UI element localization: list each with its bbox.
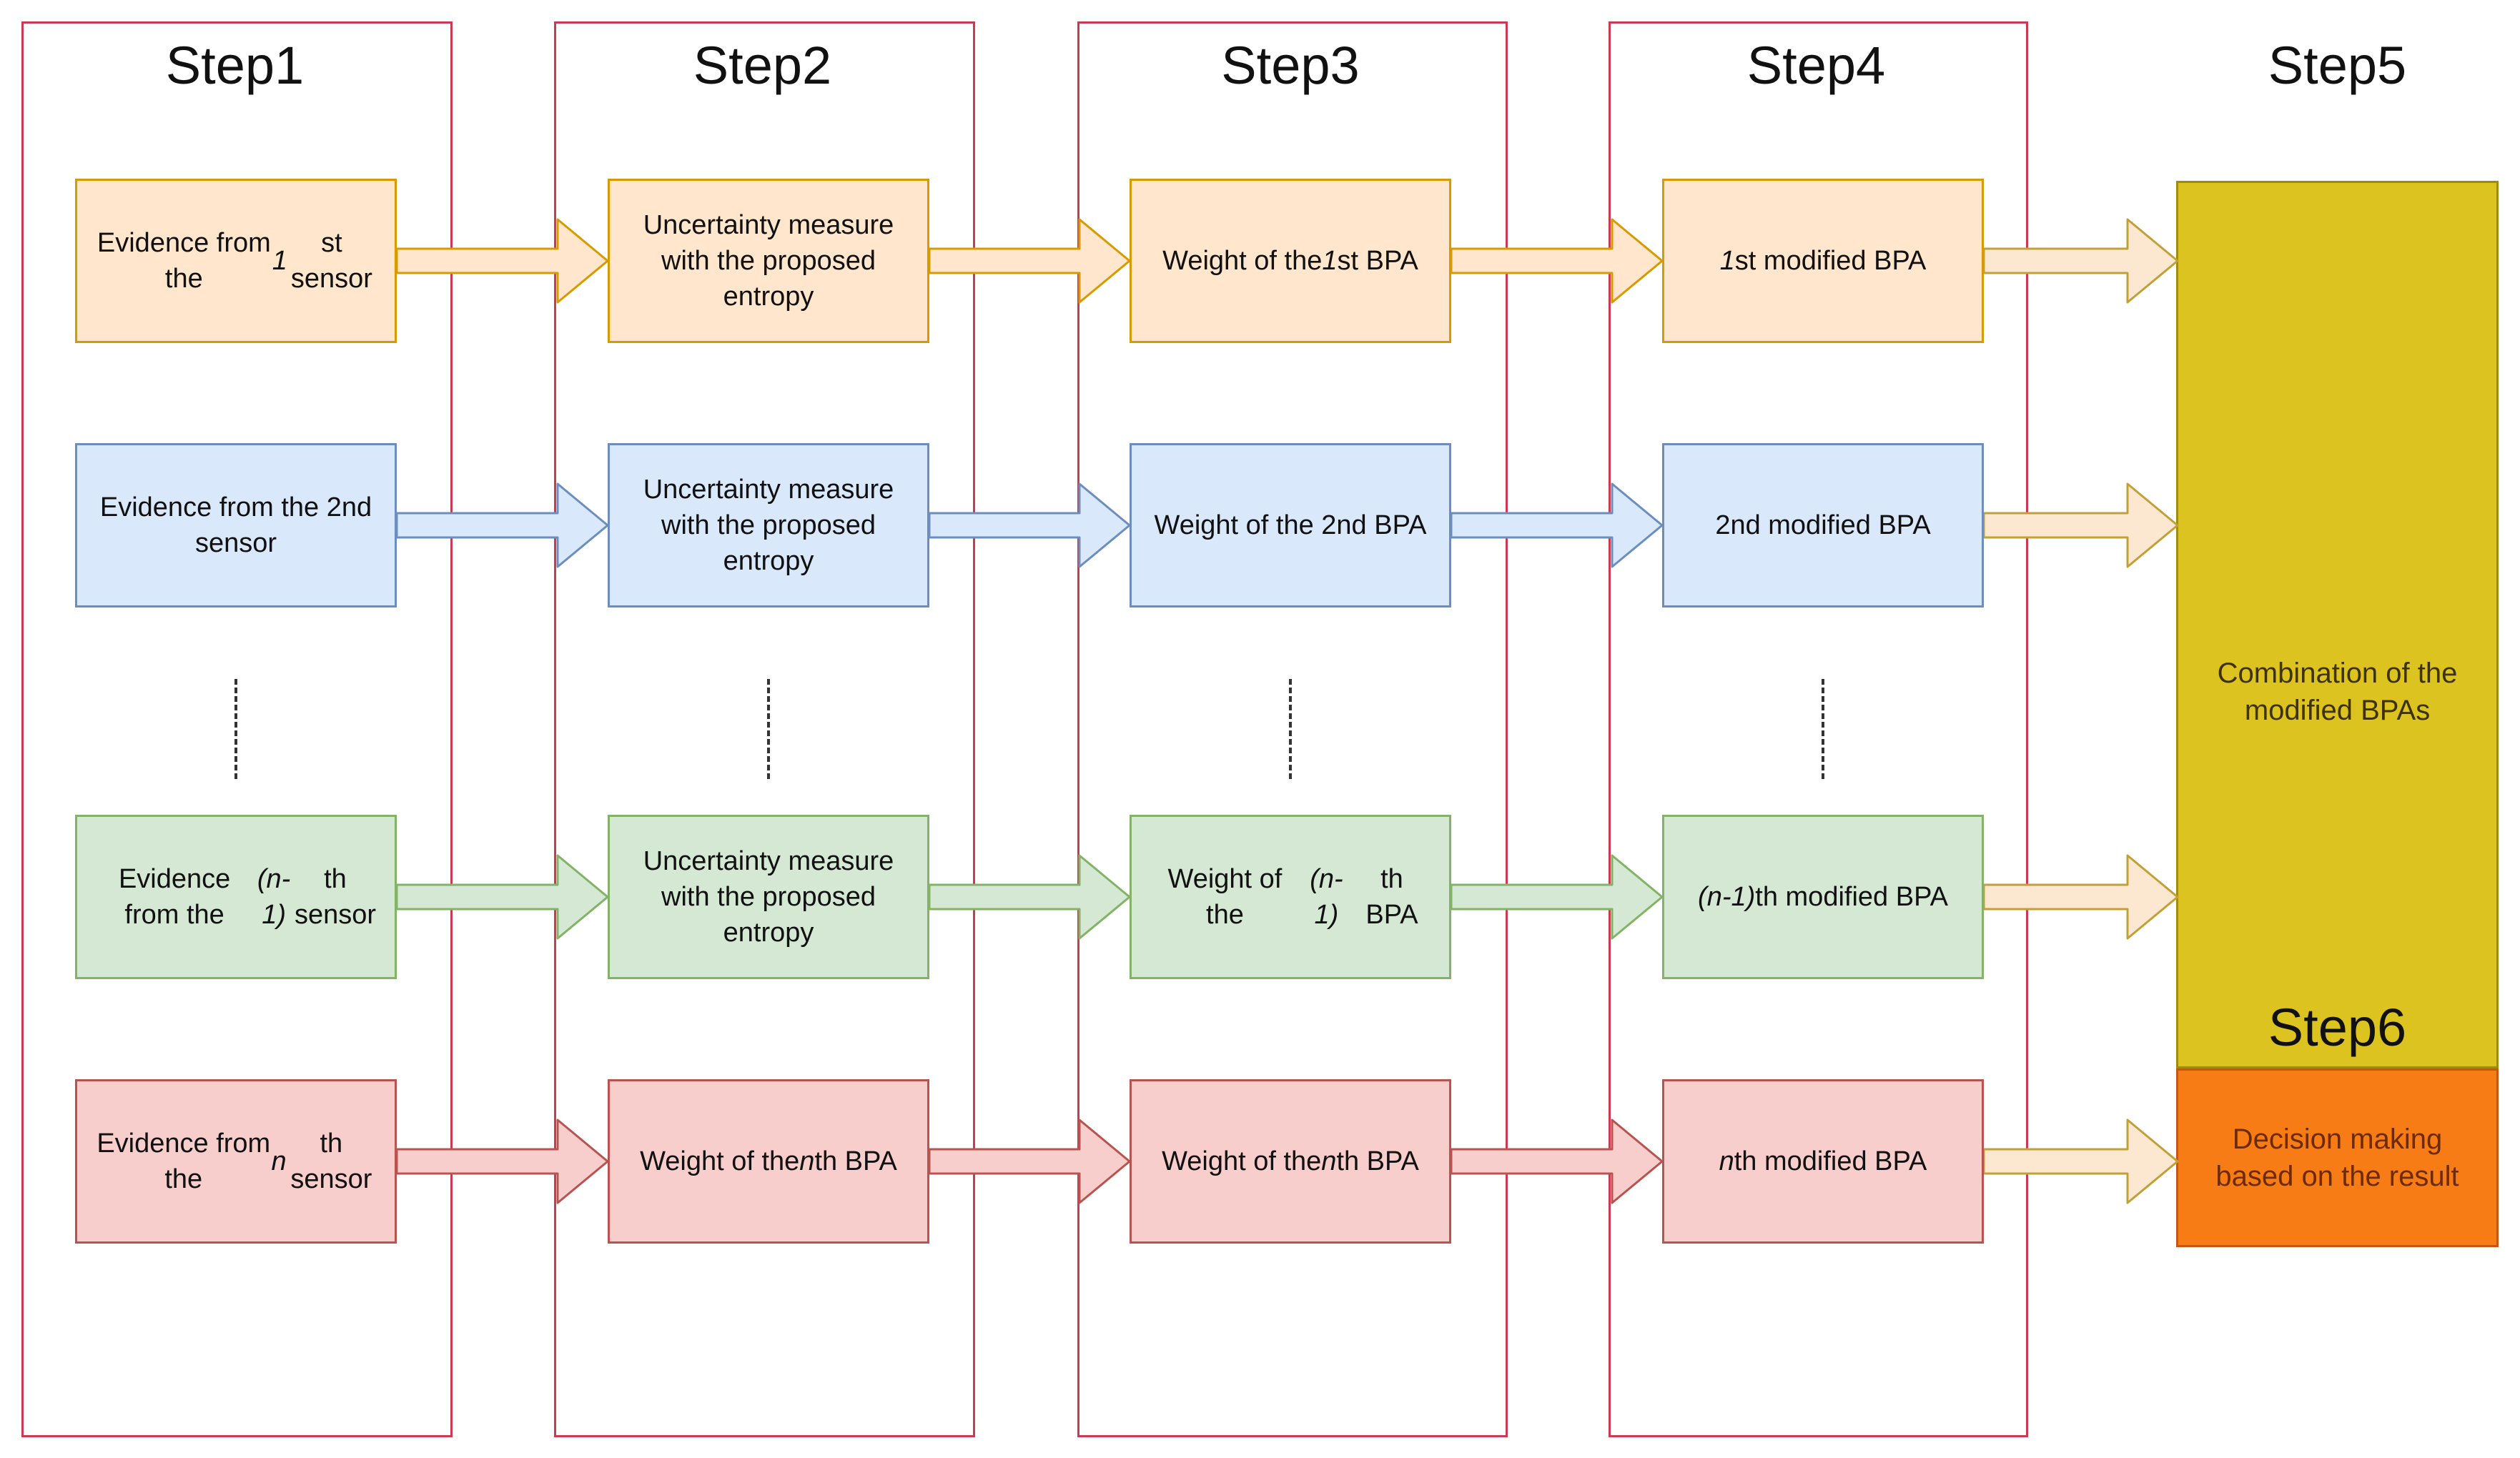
box-uncertainty-measure-1: Uncertainty measure with the proposed en… — [608, 179, 929, 343]
step3-column-frame — [1077, 21, 1508, 1437]
decision-box: Decision making based on the result — [2176, 1068, 2499, 1247]
step4-column-frame — [1609, 21, 2028, 1437]
combination-box: Combination of the modified BPAs Step6 — [2176, 181, 2499, 1068]
arrow-row1-gap1 — [397, 218, 609, 304]
arrow-row1-gap4 — [1984, 218, 2179, 304]
step1-column-frame — [21, 21, 453, 1437]
arrow-row2-gap1 — [397, 482, 609, 568]
combination-label: Combination of the modified BPAs — [2217, 658, 2458, 726]
arrow-row3-gap4 — [1984, 854, 2179, 940]
arrow-row3-gap2 — [929, 854, 1131, 940]
ellipsis-dashes-step3 — [1289, 679, 1292, 779]
step5-header: Step5 — [2268, 36, 2407, 95]
box-evidence-n-1th-sensor: Evidence from the (n-1)th sensor — [75, 815, 397, 979]
ellipsis-dashes-step1 — [234, 679, 237, 779]
arrow-row1-gap3 — [1451, 218, 1664, 304]
ellipsis-dashes-step2 — [767, 679, 770, 779]
step2-header: Step2 — [693, 36, 832, 95]
box-evidence-2nd-sensor: Evidence from the 2nd sensor — [75, 443, 397, 608]
arrow-row4-gap4 — [1984, 1119, 2179, 1204]
arrow-row4-gap3 — [1451, 1119, 1664, 1204]
step6-header: Step6 — [2268, 998, 2407, 1057]
step2-column-frame — [554, 21, 975, 1437]
box-weight-2nd-bpa: Weight of the 2nd BPA — [1130, 443, 1451, 608]
arrow-row3-gap3 — [1451, 854, 1664, 940]
arrow-row2-gap2 — [929, 482, 1131, 568]
box-2nd-modified-bpa: 2nd modified BPA — [1662, 443, 1984, 608]
box-n-1th-modified-bpa: (n-1)th modified BPA — [1662, 815, 1984, 979]
arrow-row4-gap2 — [929, 1119, 1131, 1204]
step4-header: Step4 — [1746, 36, 1886, 95]
arrow-row2-gap4 — [1984, 482, 2179, 568]
box-uncertainty-measure-2: Uncertainty measure with the proposed en… — [608, 443, 929, 608]
box-weight-n-1th-bpa: Weight of the (n-1)th BPA — [1130, 815, 1451, 979]
arrow-row2-gap3 — [1451, 482, 1664, 568]
arrow-row4-gap1 — [397, 1119, 609, 1204]
step3-header: Step3 — [1221, 36, 1360, 95]
arrow-row1-gap2 — [929, 218, 1131, 304]
arrow-row3-gap1 — [397, 854, 609, 940]
box-uncertainty-measure-3: Uncertainty measure with the proposed en… — [608, 815, 929, 979]
ellipsis-dashes-step4 — [1822, 679, 1824, 779]
step1-header: Step1 — [165, 36, 305, 95]
